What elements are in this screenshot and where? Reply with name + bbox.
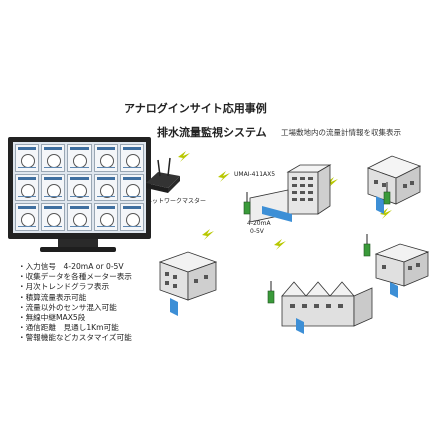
trend-line [70, 196, 89, 198]
meter-header-bar [18, 147, 37, 150]
meter-panel [41, 173, 66, 202]
meter-header-bar [122, 176, 141, 180]
signal-label-V: 0-5V [250, 228, 264, 235]
system-title: 排水流量監視システム [157, 126, 267, 139]
factory-right [363, 234, 430, 298]
trend-line [70, 166, 89, 168]
meter-panel [119, 144, 144, 172]
feature-item: ・入力信号 4-20mA or 0-5V [18, 262, 124, 271]
meter-panel [41, 203, 66, 231]
monitor-base [40, 247, 116, 252]
feature-item: ・無線中継MAX5段 [18, 313, 86, 323]
meter-header-bar [96, 147, 115, 150]
meter-header-bar [122, 147, 141, 150]
monitor-display [8, 137, 151, 239]
network-master-router [146, 157, 180, 193]
meter-panel [67, 203, 92, 231]
trend-line [44, 196, 63, 198]
monitor-screen [13, 142, 146, 233]
meter-panel [41, 144, 66, 172]
factory-lower [267, 281, 373, 334]
meter-header-bar [70, 176, 89, 180]
meter-panel [119, 173, 144, 202]
trend-line [96, 166, 115, 168]
meter-header-bar [44, 147, 63, 150]
meter-panel [93, 173, 118, 202]
trend-line [70, 225, 89, 227]
meter-panel [15, 144, 40, 172]
trend-line [44, 225, 63, 227]
meter-panel [119, 203, 144, 231]
meter-panel [15, 173, 40, 202]
system-description: 工場敷地内の流量計情報を収集表示 [281, 128, 401, 137]
feature-item: ・流量以外のセンサ混入可能 [18, 302, 117, 312]
network-master-label: ネットワークマスター [146, 198, 207, 205]
meter-header-bar [70, 147, 89, 150]
monitor-stand [58, 239, 98, 248]
meter-header-bar [70, 206, 89, 210]
wireless-signal-icons [178, 151, 392, 250]
page-title: アナログインサイト応用事例 [124, 102, 267, 115]
trend-line [18, 166, 37, 168]
meter-header-bar [122, 206, 141, 210]
meter-header-bar [96, 176, 115, 180]
meter-header-bar [18, 176, 37, 180]
feature-list: ・入力信号 4-20mA or 0-5V・収集データを各種メーター表示・月次トレ… [18, 262, 132, 344]
trend-line [18, 225, 37, 227]
meter-panel [67, 173, 92, 202]
trend-line [122, 166, 141, 168]
meter-panel [67, 144, 92, 172]
meter-header-bar [44, 206, 63, 210]
factory-upper-right [366, 155, 422, 214]
central-sensor [243, 192, 251, 215]
feature-item: ・月次トレンドグラフ表示 [18, 282, 110, 292]
meter-header-bar [18, 206, 37, 210]
trend-line [122, 196, 141, 198]
feature-item: ・収集データを各種メーター表示 [18, 272, 132, 282]
central-building [249, 164, 332, 223]
meter-panel [93, 203, 118, 231]
meter-header-bar [44, 176, 63, 180]
logger-model-label: UMAI-411AX5 [234, 171, 276, 178]
meter-panel [93, 144, 118, 172]
trend-line [96, 196, 115, 198]
meter-header-bar [96, 206, 115, 210]
trend-line [96, 225, 115, 227]
factory-left [158, 251, 218, 316]
trend-line [18, 196, 37, 198]
trend-line [122, 225, 141, 227]
feature-item: ・積算流量表示可能 [18, 292, 87, 302]
meter-panel [15, 203, 40, 231]
feature-item: ・警報機能などカスタマイズ可能 [18, 333, 132, 343]
feature-item: ・通信距離 見通し1Km可能 [18, 323, 119, 333]
signal-label-mA: 4-20mA [247, 220, 271, 227]
trend-line [44, 166, 63, 168]
meter-grid [15, 144, 144, 231]
